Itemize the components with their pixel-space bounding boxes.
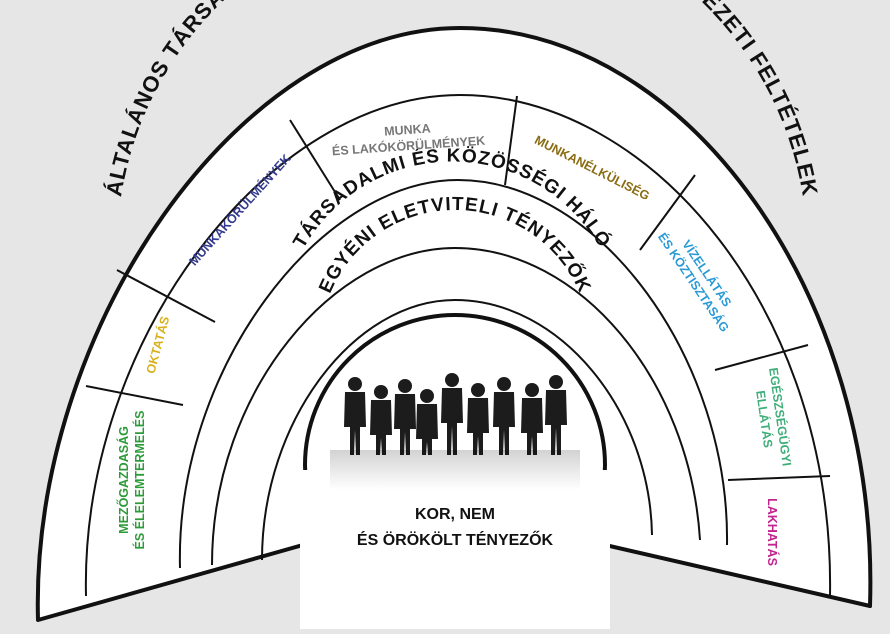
divider-2	[116, 269, 216, 323]
segment-label-line: MUNKA	[384, 121, 431, 138]
divider-5	[639, 174, 696, 251]
divider-7	[727, 475, 831, 481]
segment-label-line: ÉS ÉLELEMTERMELÉS	[132, 411, 147, 550]
core-line-2: ÉS ÖRÖKÖLT TÉNYEZŐK	[357, 530, 554, 549]
person-body	[493, 392, 515, 455]
divider-6	[714, 344, 809, 371]
person-body	[370, 400, 392, 455]
person-body	[344, 392, 366, 455]
segment-label-8: LAKHATÁS	[765, 498, 780, 566]
segments-ring-inner-border	[178, 178, 729, 569]
divider-4	[504, 95, 518, 186]
social-ring-inner-border	[211, 246, 701, 566]
person-body	[416, 404, 438, 455]
person-body	[545, 390, 567, 455]
person-body	[521, 398, 543, 455]
lifestyle-ring-inner-border	[261, 298, 653, 561]
person-head	[348, 377, 362, 391]
person-head	[374, 385, 388, 399]
person-head	[445, 373, 459, 387]
person-head	[497, 377, 511, 391]
segment-label-line: MEZŐGAZDASÁG	[116, 426, 131, 534]
person-body	[467, 398, 489, 455]
reflection	[330, 450, 580, 490]
person-head	[420, 389, 434, 403]
person-head	[549, 375, 563, 389]
core-bottom-mask	[300, 470, 610, 630]
person-head	[398, 379, 412, 393]
person-head	[471, 383, 485, 397]
people-silhouettes-icon	[344, 373, 567, 455]
divider-1	[85, 385, 184, 406]
segments-ring-outer-border	[84, 93, 832, 597]
divider-3	[289, 119, 341, 201]
core-line-1: KOR, NEM	[415, 506, 495, 523]
segment-label-line: LAKHATÁS	[765, 498, 780, 566]
person-body	[394, 394, 416, 455]
person-head	[525, 383, 539, 397]
person-body	[441, 388, 463, 455]
